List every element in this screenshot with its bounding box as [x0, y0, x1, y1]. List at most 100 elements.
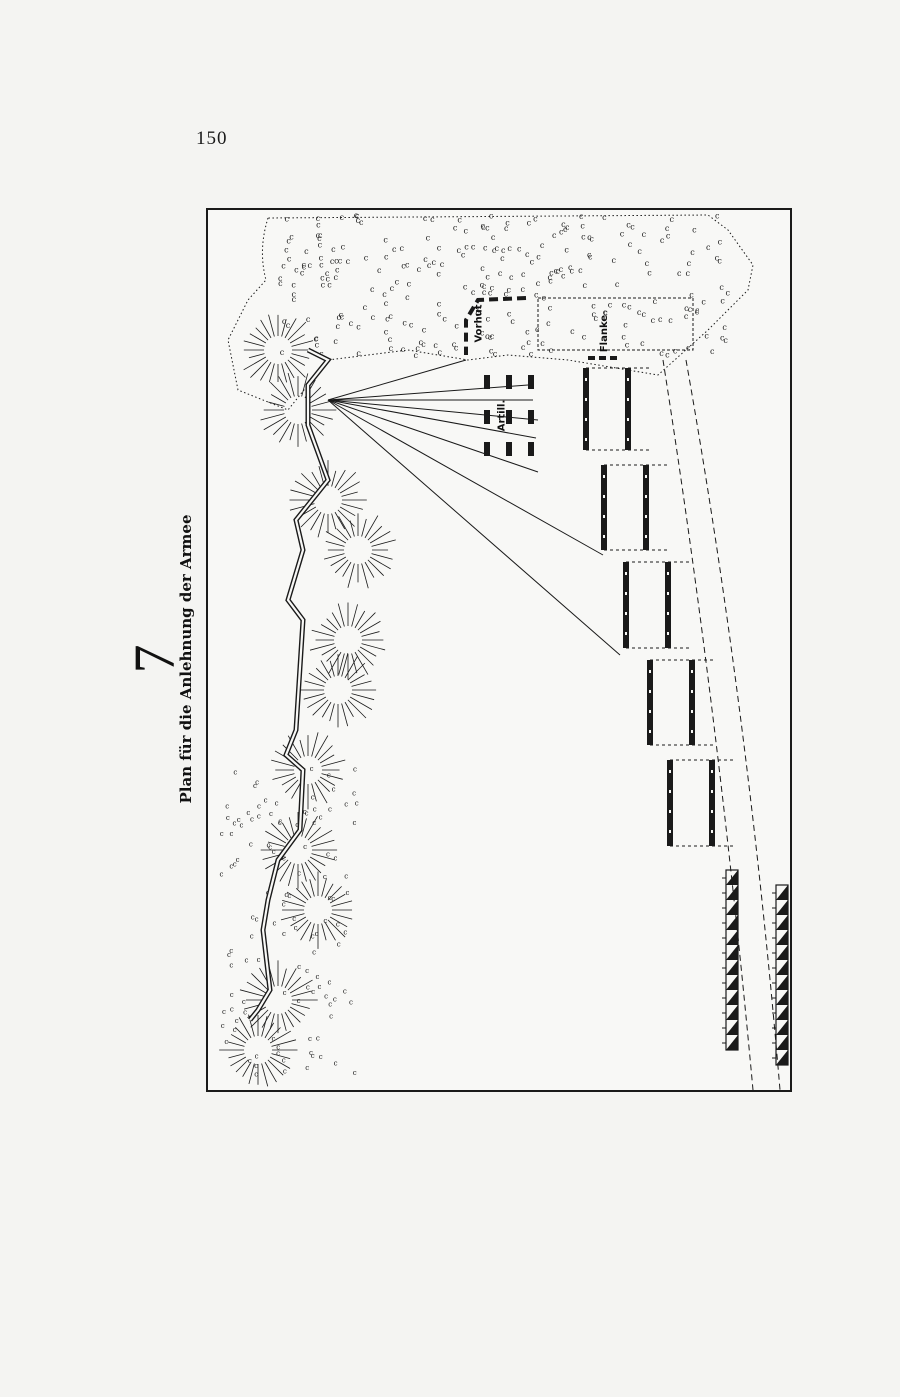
- svg-text:c: c: [506, 286, 511, 295]
- svg-text:c: c: [327, 979, 331, 987]
- svg-text:c: c: [510, 317, 515, 326]
- svg-text:c: c: [255, 1052, 259, 1060]
- svg-text:c: c: [297, 869, 301, 877]
- svg-text:c: c: [307, 261, 312, 270]
- svg-text:c: c: [388, 312, 393, 321]
- svg-text:c: c: [588, 252, 593, 261]
- svg-text:c: c: [243, 1008, 247, 1016]
- svg-text:c: c: [340, 213, 345, 222]
- svg-text:c: c: [570, 327, 575, 336]
- svg-text:c: c: [647, 269, 652, 278]
- svg-text:c: c: [317, 234, 322, 243]
- svg-text:c: c: [346, 257, 351, 266]
- svg-text:c: c: [333, 996, 337, 1004]
- svg-text:c: c: [580, 222, 585, 231]
- svg-text:c: c: [548, 277, 553, 286]
- svg-text:c: c: [272, 848, 276, 856]
- svg-text:c: c: [233, 860, 237, 868]
- svg-text:c: c: [722, 323, 727, 332]
- svg-text:c: c: [255, 778, 259, 786]
- svg-text:c: c: [684, 312, 689, 321]
- svg-text:c: c: [490, 283, 495, 292]
- svg-text:c: c: [297, 963, 301, 971]
- svg-text:c: c: [339, 310, 344, 319]
- svg-text:c: c: [461, 251, 466, 260]
- svg-text:c: c: [415, 344, 420, 353]
- svg-text:c: c: [255, 915, 259, 923]
- svg-text:c: c: [319, 1053, 323, 1061]
- svg-text:c: c: [401, 345, 406, 354]
- svg-text:c: c: [692, 226, 697, 235]
- svg-text:c: c: [689, 291, 694, 300]
- svg-text:c: c: [383, 236, 388, 245]
- svg-text:c: c: [308, 1035, 312, 1043]
- svg-text:c: c: [509, 273, 514, 282]
- svg-text:c: c: [471, 288, 476, 297]
- svg-text:c: c: [546, 319, 551, 328]
- svg-text:c: c: [235, 1017, 239, 1025]
- svg-text:c: c: [723, 336, 728, 345]
- svg-text:c: c: [427, 261, 432, 270]
- svg-text:c: c: [554, 266, 559, 275]
- svg-text:c: c: [330, 257, 335, 266]
- svg-text:c: c: [300, 269, 305, 278]
- svg-text:c: c: [587, 233, 592, 242]
- svg-text:c: c: [527, 218, 532, 227]
- svg-text:c: c: [719, 283, 724, 292]
- svg-text:c: c: [621, 333, 626, 342]
- svg-text:c: c: [318, 983, 322, 991]
- svg-text:c: c: [319, 814, 323, 822]
- svg-text:c: c: [495, 244, 500, 253]
- svg-text:c: c: [637, 308, 642, 317]
- svg-text:c: c: [437, 299, 442, 308]
- svg-text:c: c: [226, 814, 230, 822]
- svg-text:c: c: [311, 1052, 315, 1060]
- svg-text:c: c: [592, 310, 597, 319]
- svg-text:c: c: [327, 280, 332, 289]
- svg-text:c: c: [313, 805, 317, 813]
- svg-text:c: c: [426, 233, 431, 242]
- svg-text:c: c: [292, 290, 297, 299]
- svg-text:c: c: [395, 277, 400, 286]
- svg-text:c: c: [464, 226, 469, 235]
- svg-text:c: c: [239, 822, 243, 830]
- svg-text:c: c: [409, 320, 414, 329]
- svg-text:c: c: [507, 244, 512, 253]
- svg-text:c: c: [477, 305, 482, 314]
- svg-text:c: c: [485, 273, 490, 282]
- svg-text:c: c: [431, 258, 436, 267]
- svg-text:c: c: [536, 252, 541, 261]
- svg-text:c: c: [305, 967, 309, 975]
- svg-text:c: c: [686, 269, 691, 278]
- svg-text:c: c: [407, 279, 412, 288]
- svg-text:c: c: [423, 214, 428, 223]
- svg-text:c: c: [579, 212, 584, 221]
- road-lines: [662, 359, 781, 1090]
- svg-text:c: c: [286, 321, 291, 330]
- svg-text:c: c: [278, 817, 282, 825]
- svg-text:c: c: [627, 302, 632, 311]
- svg-text:c: c: [311, 794, 315, 802]
- svg-text:c: c: [489, 212, 494, 221]
- svg-text:c: c: [555, 267, 560, 276]
- svg-text:c: c: [336, 921, 340, 929]
- svg-text:c: c: [318, 240, 323, 249]
- svg-text:c: c: [285, 214, 290, 223]
- svg-text:c: c: [422, 325, 427, 334]
- svg-text:c: c: [355, 800, 359, 808]
- svg-text:c: c: [353, 1069, 357, 1077]
- svg-text:c: c: [507, 309, 512, 318]
- svg-text:c: c: [289, 233, 294, 242]
- svg-text:c: c: [334, 273, 339, 282]
- svg-text:c: c: [329, 1013, 333, 1021]
- svg-text:c: c: [306, 984, 310, 992]
- svg-text:c: c: [491, 233, 496, 242]
- svg-text:c: c: [591, 302, 596, 311]
- svg-text:c: c: [283, 1068, 287, 1076]
- svg-text:c: c: [561, 271, 566, 280]
- svg-text:c: c: [564, 246, 569, 255]
- svg-text:c: c: [668, 316, 673, 325]
- svg-text:c: c: [481, 223, 486, 232]
- svg-text:c: c: [534, 290, 539, 299]
- svg-text:c: c: [343, 988, 347, 996]
